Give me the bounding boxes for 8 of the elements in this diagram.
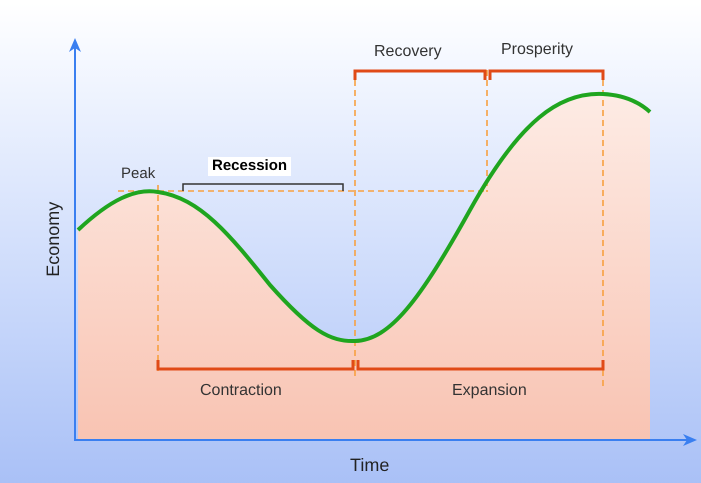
axis-title: Time xyxy=(350,454,390,476)
recession-label: Recession xyxy=(208,157,292,176)
axis-title: Economy xyxy=(42,200,64,279)
phase-label: Expansion xyxy=(452,381,527,401)
phase-label: Contraction xyxy=(200,381,282,401)
peak-label: Peak xyxy=(121,165,156,184)
phase-label: Prosperity xyxy=(501,40,574,60)
phase-label: Recovery xyxy=(374,42,442,62)
